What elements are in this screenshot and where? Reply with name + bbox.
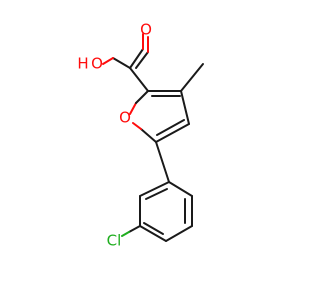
bond-carboxyl-carbon-to-hydroxyl-oxygen-a: [112, 57, 131, 69]
bond-carboxyl-double-inner: [135, 51, 149, 69]
ring-bond-c3-c4: [180, 90, 190, 125]
phenyl-bond-4: [139, 225, 167, 242]
bond-phenyl-to-chlorine-a: [128, 225, 141, 233]
phenyl-bond-6: [139, 181, 170, 197]
bond-ring-to-methyl: [180, 63, 204, 92]
bond-ring-to-phenyl: [155, 141, 170, 183]
ring-bond-c4-c5: [155, 123, 190, 143]
ring-bond-c5-o1-b: [132, 122, 142, 130]
phenyl-bond-6-inner: [145, 188, 168, 200]
ring-bond-c4-c5-inner: [156, 119, 185, 136]
hydroxyl-hydrogen-label: H: [77, 55, 88, 73]
bond-carboxyl-to-ring: [129, 67, 149, 92]
chlorine-label: Cl: [107, 232, 122, 250]
structure-diagram: O H O O: [77, 21, 204, 250]
furan-oxygen-label: O: [119, 109, 131, 127]
chlorophenyl-group: Cl: [107, 141, 193, 250]
hydroxyl-oxygen-label: O: [91, 55, 103, 73]
phenyl-bond-3: [165, 225, 193, 242]
ring-bond-o1-c2-a: [129, 102, 137, 115]
phenyl-bond-4-inner: [143, 222, 164, 235]
bond-carboxyl-carbon-to-hydroxyl-oxygen-b: [102, 57, 114, 65]
molecule-canvas: O H O O: [77, 20, 204, 250]
phenyl-bond-1: [168, 181, 193, 197]
methyl-group: [180, 63, 204, 92]
bond-phenyl-to-chlorine-b: [121, 231, 130, 237]
furan-ring: O: [119, 90, 190, 143]
ring-bond-o1-c2-b: [135, 90, 149, 104]
carbonyl-oxygen-label: O: [140, 21, 152, 39]
carboxylic-acid-group: O H O: [77, 21, 152, 92]
ring-bond-c5-o1-a: [140, 128, 157, 143]
bond-carboxyl-carbon-to-carbonyl-oxygen-a: [129, 48, 144, 69]
